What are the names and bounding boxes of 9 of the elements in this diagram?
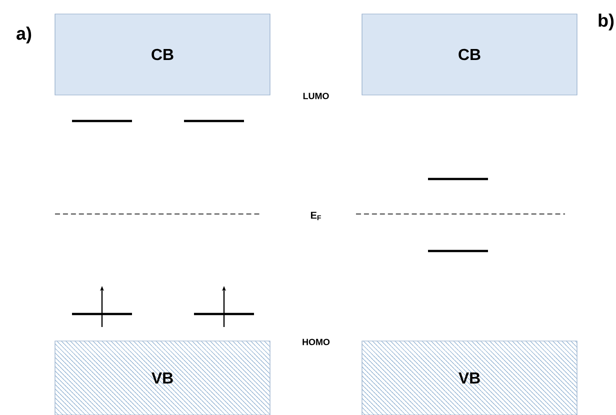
level-label: E$_{F}$ xyxy=(310,212,321,220)
conduction-band-box: CB xyxy=(362,14,578,96)
conduction-band-box: CB xyxy=(54,14,270,96)
panel-label: b) xyxy=(598,14,614,30)
panel-label: a) xyxy=(16,26,32,44)
valence-band-box: VB xyxy=(362,340,578,415)
valence-band-box: VB xyxy=(54,340,270,415)
level-label: HOMO xyxy=(302,338,330,346)
level-label: LUMO xyxy=(303,92,329,100)
